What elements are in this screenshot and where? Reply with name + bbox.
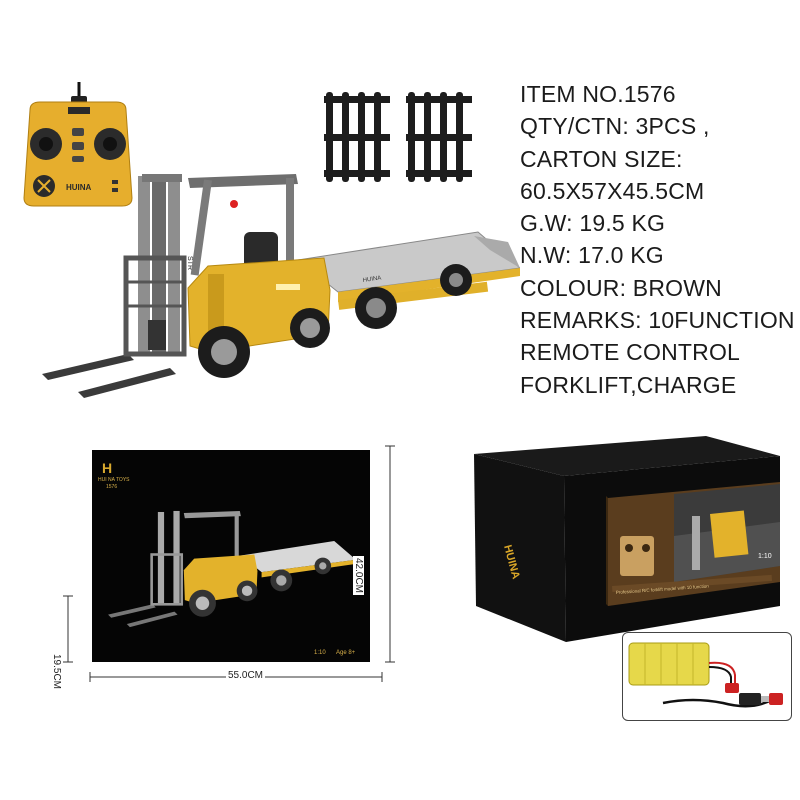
trailer-brand: HUINA [362, 275, 381, 284]
product-poster: H HUI NA TOYS 1576 1:10 Age 8+ [92, 450, 370, 662]
spec-line: REMOTE CONTROL [520, 339, 741, 366]
mast-label: STR [186, 256, 193, 270]
depth-dimension: 19.5CM [51, 652, 62, 692]
poster-age: Age 8+ [336, 650, 356, 656]
battery-icon [628, 642, 783, 708]
height-dimension: 42.0CM [353, 556, 364, 596]
poster-scale: 1:10 [314, 650, 326, 656]
box-scale: 1:10 [758, 553, 772, 560]
spec-line: FORKLIFT,CHARGE [520, 371, 737, 398]
spec-line: N.W: 17.0 KG [520, 242, 664, 269]
poster-forklift-icon [108, 510, 356, 628]
remote-brand: HUINA [66, 183, 92, 192]
spec-line: REMARKS: 10FUNCTION [520, 307, 795, 334]
forklift-icon: HUINA STR [42, 174, 520, 398]
spec-line: ITEM NO.1576 [520, 81, 676, 107]
battery-charger-frame [622, 632, 792, 721]
width-dimension: 55.0CM [226, 670, 266, 681]
spec-line: G.W: 19.5 KG [520, 210, 666, 237]
spec-line: 60.5X57X45.5CM [520, 177, 705, 204]
remote-control-icon: HUINA [23, 82, 133, 207]
poster-logo-mark: H [102, 460, 113, 476]
product-box: Professional R/C forklift model with 10 … [474, 436, 780, 642]
poster-item: 1576 [106, 484, 118, 490]
pallet-icon [324, 92, 472, 182]
spec-line: QTY/CTN: 3PCS , [520, 113, 710, 140]
spec-line: CARTON SIZE: [520, 145, 683, 172]
usb-charger-icon [739, 693, 761, 705]
spec-line: COLOUR: BROWN [520, 274, 722, 301]
box-tagline: Professional R/C forklift model with 10 … [616, 583, 710, 595]
dimension-lines [63, 445, 395, 682]
poster-brand: HUI NA TOYS [98, 477, 130, 483]
